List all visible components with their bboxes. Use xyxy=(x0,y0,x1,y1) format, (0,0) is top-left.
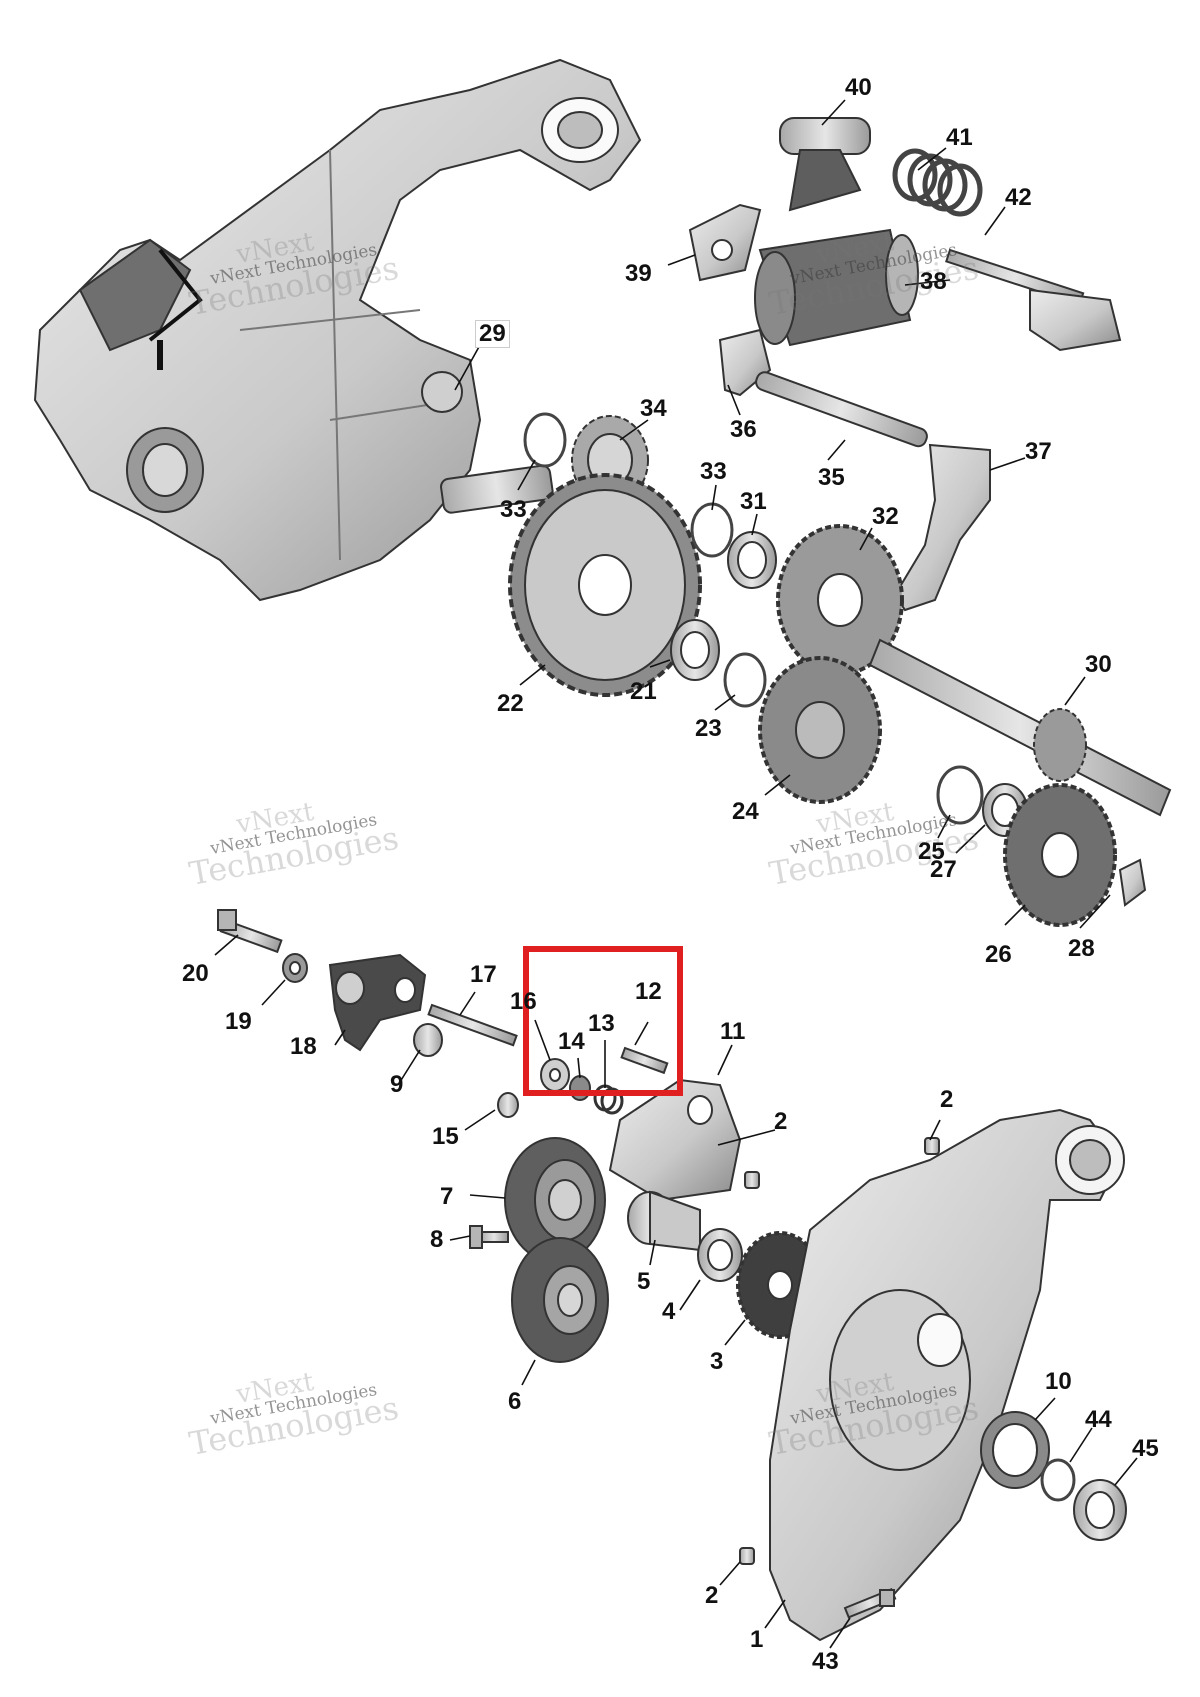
callout-22[interactable]: 22 xyxy=(497,690,524,717)
callout-39[interactable]: 39 xyxy=(625,260,652,287)
retaining-ring-33b xyxy=(690,502,734,558)
callout-37[interactable]: 37 xyxy=(1025,438,1052,465)
callout-38[interactable]: 38 xyxy=(920,268,947,295)
cam-plate-39 xyxy=(688,203,762,282)
callout-13[interactable]: 13 xyxy=(588,1010,615,1037)
bushing-15 xyxy=(497,1092,519,1118)
callout-8[interactable]: 8 xyxy=(430,1226,444,1253)
callout-2[interactable]: 2 xyxy=(940,1086,954,1113)
callout-5[interactable]: 5 xyxy=(637,1268,651,1295)
shaft-5 xyxy=(627,1190,701,1252)
callout-10[interactable]: 10 xyxy=(1045,1368,1072,1395)
dowel-pin-2c xyxy=(739,1547,755,1565)
callout-32[interactable]: 32 xyxy=(872,503,899,530)
gear-24 xyxy=(758,656,882,804)
callout-35[interactable]: 35 xyxy=(818,464,845,491)
leader-lines xyxy=(214,99,1138,1649)
callout-7[interactable]: 7 xyxy=(440,1183,454,1210)
callout-16[interactable]: 16 xyxy=(510,988,537,1015)
bolt-12 xyxy=(620,1046,669,1075)
o-ring-44 xyxy=(1040,1458,1076,1502)
gear-26 xyxy=(1003,783,1117,927)
callout-33[interactable]: 33 xyxy=(500,496,527,523)
shift-segment-40 xyxy=(779,117,871,212)
callout-19[interactable]: 19 xyxy=(225,1008,252,1035)
callout-40[interactable]: 40 xyxy=(845,74,872,101)
callout-43[interactable]: 43 xyxy=(812,1648,839,1675)
gear-22 xyxy=(508,473,702,697)
bolt-20 xyxy=(217,909,283,954)
callout-36[interactable]: 36 xyxy=(730,416,757,443)
bolt-17 xyxy=(427,1003,518,1047)
retaining-ring-23 xyxy=(723,652,767,708)
washer-16 xyxy=(540,1058,570,1092)
callout-14[interactable]: 14 xyxy=(558,1028,585,1055)
callout-23[interactable]: 23 xyxy=(695,715,722,742)
callout-20[interactable]: 20 xyxy=(182,960,209,987)
bushing-9 xyxy=(413,1023,443,1057)
shift-drum-38 xyxy=(754,228,919,347)
bearing-7 xyxy=(504,1137,606,1263)
shift-housing-11 xyxy=(608,1078,742,1202)
bushing-21 xyxy=(670,619,720,681)
dowel-pin-2a xyxy=(924,1137,940,1155)
callout-27[interactable]: 27 xyxy=(930,856,957,883)
callout-31[interactable]: 31 xyxy=(740,488,767,515)
callout-1[interactable]: 1 xyxy=(750,1626,764,1653)
callout-33[interactable]: 33 xyxy=(700,458,727,485)
washer-28 xyxy=(1118,858,1147,907)
shaft-30 xyxy=(868,638,1172,817)
bushing-45 xyxy=(1073,1479,1127,1541)
right-crankcase-cover xyxy=(769,1108,1125,1642)
callout-2[interactable]: 2 xyxy=(774,1108,788,1135)
callout-15[interactable]: 15 xyxy=(432,1123,459,1150)
washer-19 xyxy=(282,953,308,983)
callout-42[interactable]: 42 xyxy=(1005,184,1032,211)
callout-21[interactable]: 21 xyxy=(630,678,657,705)
dowel-pin-2b xyxy=(744,1171,760,1189)
callout-25[interactable]: 25 xyxy=(918,838,945,865)
gear-32 xyxy=(776,524,904,676)
bushing-31 xyxy=(727,531,777,589)
retaining-ring-25 xyxy=(936,765,984,825)
callout-29[interactable]: 29 xyxy=(475,320,510,348)
bearing-6 xyxy=(511,1237,609,1363)
callout-24[interactable]: 24 xyxy=(732,798,759,825)
shift-fork-37 xyxy=(893,443,991,612)
shift-lever-18 xyxy=(328,953,427,1052)
callout-4[interactable]: 4 xyxy=(662,1298,676,1325)
callout-28[interactable]: 28 xyxy=(1068,935,1095,962)
shift-spring-41 xyxy=(892,148,983,217)
highlight-box xyxy=(523,946,683,1096)
callout-45[interactable]: 45 xyxy=(1132,1435,1159,1462)
callout-6[interactable]: 6 xyxy=(508,1388,522,1415)
callout-44[interactable]: 44 xyxy=(1085,1406,1112,1433)
callout-3[interactable]: 3 xyxy=(710,1348,724,1375)
callout-26[interactable]: 26 xyxy=(985,941,1012,968)
bolt-8 xyxy=(469,1225,509,1249)
callout-11[interactable]: 11 xyxy=(720,1018,746,1045)
callout-41[interactable]: 41 xyxy=(946,124,973,151)
bushing-4 xyxy=(697,1228,743,1282)
callout-18[interactable]: 18 xyxy=(290,1033,317,1060)
callout-9[interactable]: 9 xyxy=(390,1071,404,1098)
shift-shaft-42 xyxy=(945,248,1122,352)
callout-30[interactable]: 30 xyxy=(1085,651,1112,678)
callout-2[interactable]: 2 xyxy=(705,1582,719,1609)
bolt-43 xyxy=(843,1587,897,1619)
callout-17[interactable]: 17 xyxy=(470,961,497,988)
callout-34[interactable]: 34 xyxy=(640,395,667,422)
fork-shaft-35 xyxy=(755,371,928,448)
oil-seal-10 xyxy=(980,1411,1050,1489)
retaining-ring-33a xyxy=(523,412,567,468)
callout-12[interactable]: 12 xyxy=(635,978,662,1005)
